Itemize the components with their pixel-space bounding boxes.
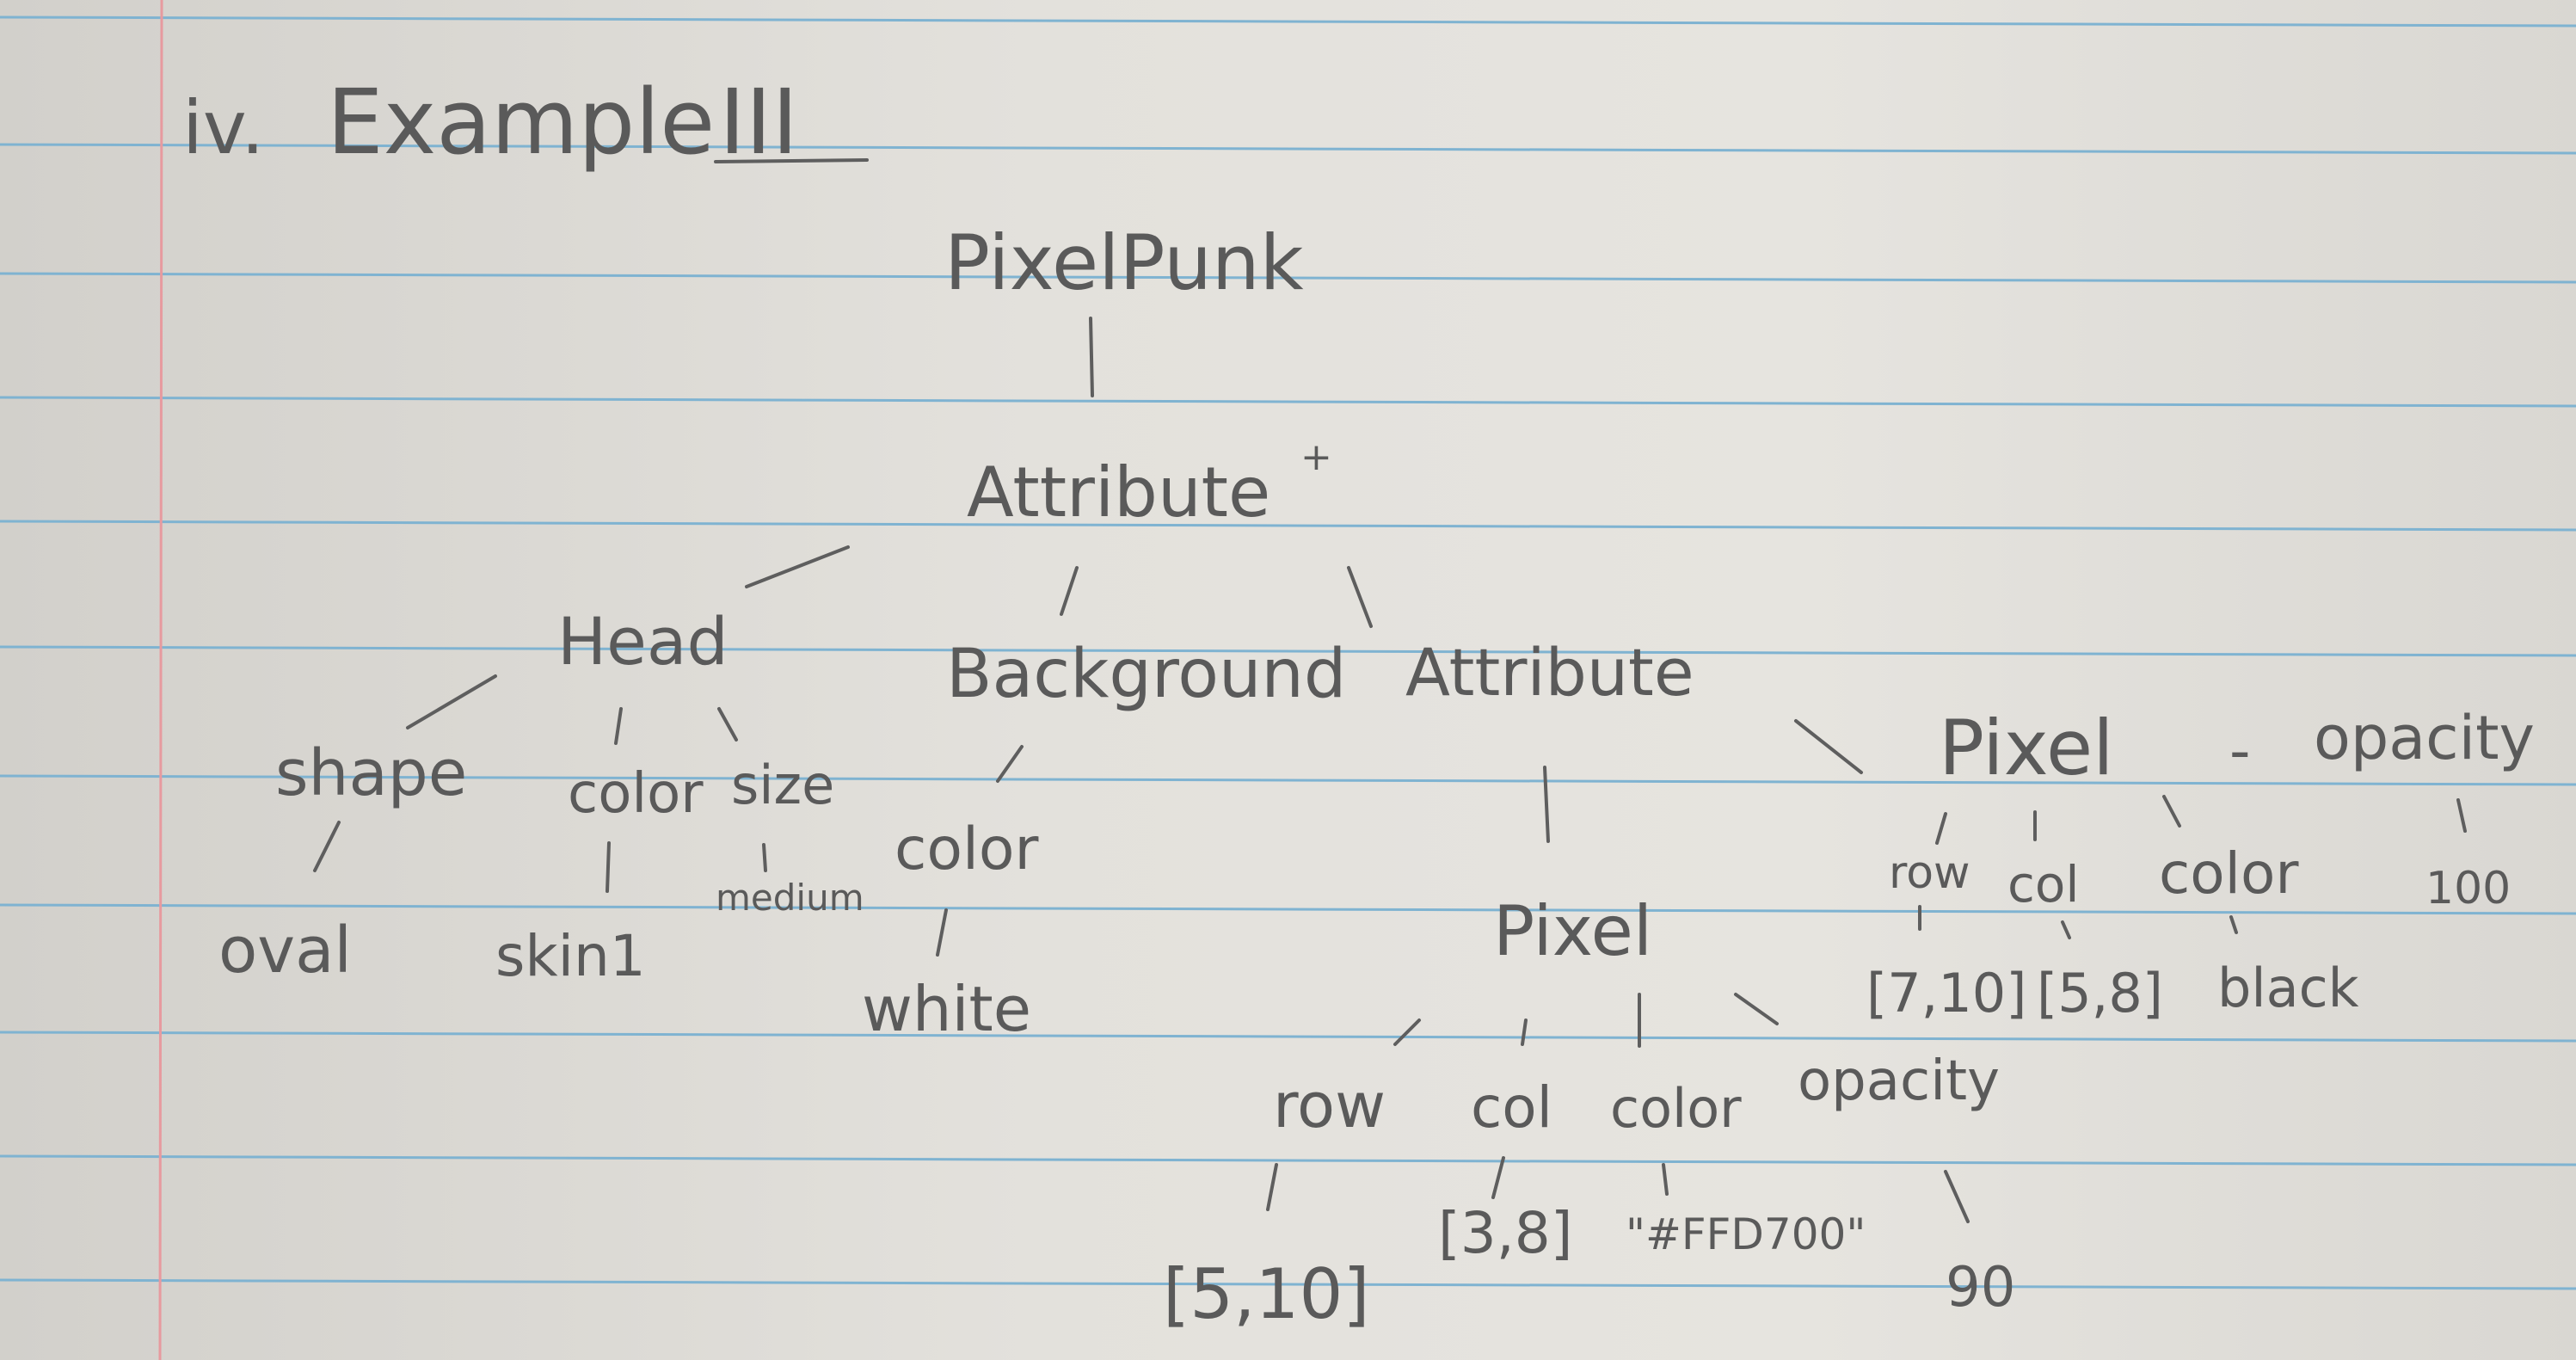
ruled-line: [0, 1031, 2576, 1043]
edge-attributelist-head: [745, 545, 850, 588]
pixel-opacity-node: Pixel: [1939, 704, 2114, 792]
edge-attribute-pixel: [1543, 766, 1550, 843]
ruled-line: [0, 645, 2576, 657]
pixel-opacity-attr-label: opacity: [2314, 703, 2535, 773]
edge-root-attribute: [1089, 317, 1094, 397]
ruled-line: [0, 520, 2576, 532]
head-size-label: size: [731, 754, 834, 816]
edge-col-value: [1491, 1156, 1505, 1199]
pixel-col-label: col: [1471, 1074, 1552, 1141]
pixel-color-value: "#FFD700": [1626, 1209, 1866, 1259]
edge-attributelist-background: [1060, 566, 1079, 616]
po-row-value: [7,10]: [1866, 962, 2026, 1025]
background-color-value: white: [862, 973, 1031, 1045]
edge-opacity-value: [1944, 1170, 1970, 1223]
margin-line: [158, 0, 163, 1360]
ruled-line: [0, 272, 2576, 284]
edge-po-color: [2162, 795, 2181, 828]
attribute-list-node: Attribute: [967, 452, 1270, 532]
heading-numeral: III: [719, 70, 798, 175]
edge-head-size: [717, 707, 738, 742]
pixel-color-label: color: [1610, 1077, 1742, 1140]
edge-po-opacity: [2456, 798, 2467, 833]
ruled-line: [0, 903, 2576, 915]
edge-po-col-value: [2061, 920, 2071, 939]
ruled-lines: [0, 15, 2576, 1290]
head-color-value: skin1: [495, 923, 646, 989]
edge-background-color: [996, 745, 1024, 783]
edge-bgcolor-value: [936, 908, 948, 957]
head-size-value: medium: [716, 877, 864, 919]
heading-underline: [714, 158, 869, 163]
edge-po-color-value: [2229, 915, 2238, 934]
edge-row-value: [1266, 1163, 1278, 1211]
edge-shape-value: [313, 821, 341, 872]
ruled-line: [0, 396, 2576, 408]
head-color-label: color: [568, 762, 704, 826]
po-color-label: color: [2159, 840, 2299, 907]
ruled-line: [0, 774, 2576, 786]
attribute-list-marker: +: [1300, 435, 1332, 479]
ruled-line: [0, 143, 2576, 155]
head-shape-label: shape: [275, 736, 467, 810]
pixel-row-value: [5,10]: [1163, 1254, 1370, 1334]
po-col-value: [5,8]: [2037, 962, 2163, 1025]
po-row-label: row: [1889, 847, 1970, 899]
edge-color-value-2: [1662, 1163, 1669, 1196]
edge-head-shape: [406, 674, 497, 729]
ruled-line: [0, 1278, 2576, 1290]
po-col-label: col: [2007, 855, 2080, 914]
root-node: PixelPunk: [944, 218, 1304, 307]
head-shape-value: oval: [218, 914, 352, 988]
edge-size-value: [762, 843, 767, 872]
edge-po-row: [1935, 812, 1947, 845]
edge-pixel-opacity: [1734, 993, 1779, 1025]
edge-head-color: [614, 707, 623, 745]
pixel-col-value: [3,8]: [1438, 1200, 1572, 1266]
pixel-opacity-dash: -: [2229, 717, 2251, 785]
edge-attributelist-attribute: [1347, 566, 1373, 628]
pixel-opacity-value: 90: [1946, 1256, 2015, 1320]
pixel-node: Pixel: [1493, 891, 1652, 971]
pixel-row-label: row: [1273, 1069, 1386, 1142]
background-color-label: color: [895, 815, 1038, 883]
attribute-node: Attribute: [1405, 634, 1694, 711]
po-color-value: black: [2217, 957, 2359, 1019]
edge-pixel-col: [1521, 1018, 1528, 1046]
edge-attribute-pixelopacity: [1794, 719, 1863, 774]
ruled-line: [0, 1154, 2576, 1166]
background-node: Background: [946, 636, 1346, 713]
edge-pixel-row: [1393, 1018, 1421, 1046]
edge-color-value: [606, 841, 611, 893]
head-node: Head: [557, 603, 729, 680]
po-opacity-value: 100: [2425, 863, 2511, 914]
heading-prefix: iv.: [182, 85, 264, 171]
pixel-opacity-label: opacity: [1798, 1049, 2000, 1113]
heading-title: Example: [327, 70, 715, 175]
ruled-line: [0, 15, 2576, 28]
